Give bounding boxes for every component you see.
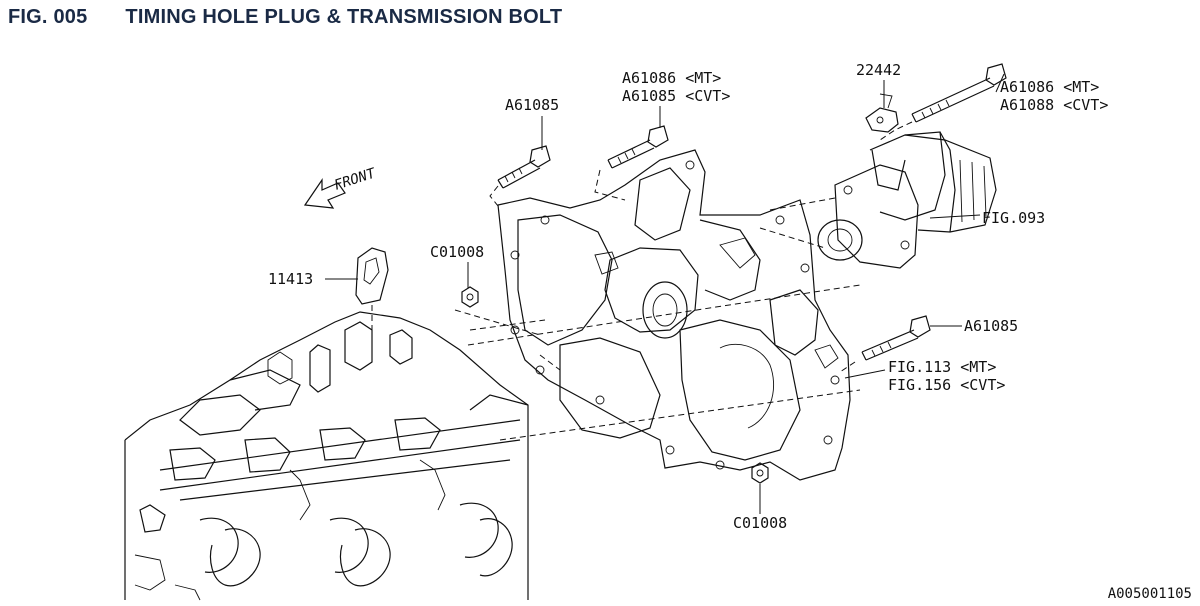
figure-number: FIG. 005 <box>8 6 88 28</box>
image-code: A005001105 <box>1108 586 1192 602</box>
callout-bolt-mid-cvt: A61085 <CVT> <box>622 87 730 105</box>
bolt-middle <box>594 125 669 201</box>
front-arrow: FRONT <box>303 165 379 209</box>
bolt-left <box>489 145 551 207</box>
front-label: FRONT <box>332 165 379 194</box>
timing-hole-plug <box>355 247 389 345</box>
starter-motor <box>759 131 997 269</box>
page-header: FIG. 005 TIMING HOLE PLUG & TRANSMISSION… <box>8 6 562 29</box>
callout-trans-ref-mt: FIG.113 <MT> <box>888 358 996 376</box>
callout-starter-bolt-mt: A61086 <MT> <box>1000 78 1099 96</box>
callout-trans-ref-cvt: FIG.156 <CVT> <box>888 376 1005 394</box>
callout-bolt-mid-mt: A61086 <MT> <box>622 69 721 87</box>
bracket-22442 <box>865 93 899 133</box>
nut-upper <box>454 286 541 336</box>
bolt-lower-right <box>839 315 931 373</box>
callout-bolt-left: A61085 <box>505 96 559 114</box>
leader-lines <box>325 73 1005 514</box>
alignment-lines <box>467 284 861 441</box>
callout-starter-ref: FIG.093 <box>982 209 1045 227</box>
callout-labels: A61085 A61086 <MT> A61085 <CVT> 22442 A6… <box>268 61 1108 532</box>
callout-nut-upper: C01008 <box>430 243 484 261</box>
callout-bolt-lower-right: A61085 <box>964 317 1018 335</box>
transmission-housing <box>497 149 851 481</box>
callout-plug: 11413 <box>268 270 313 288</box>
callout-starter-bolt-cvt: A61088 <CVT> <box>1000 96 1108 114</box>
callout-nut-lower: C01008 <box>733 514 787 532</box>
callout-bracket: 22442 <box>856 61 901 79</box>
engine-block <box>124 311 529 601</box>
figure-title: TIMING HOLE PLUG & TRANSMISSION BOLT <box>125 6 563 28</box>
nut-lower <box>751 462 769 484</box>
bolt-starter <box>879 63 1007 141</box>
